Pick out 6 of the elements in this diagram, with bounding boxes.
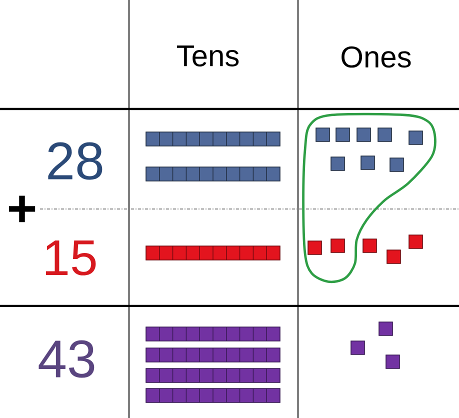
addend-number: 15 <box>46 240 96 276</box>
column-header: Tens <box>177 46 239 66</box>
plus-sign: + <box>9 196 36 222</box>
sum-number: 43 <box>38 340 94 378</box>
column-header: Ones <box>342 46 411 68</box>
addend-number: 28 <box>48 142 102 180</box>
